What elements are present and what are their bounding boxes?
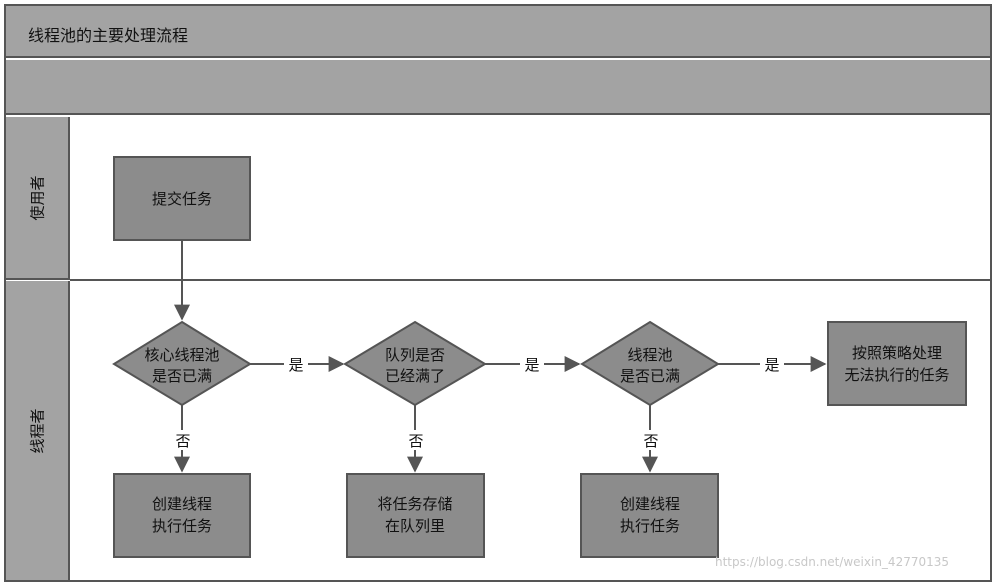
node-reject-policy — [827, 321, 967, 406]
title-bar: 线程池的主要处理流程 — [6, 6, 990, 58]
label-queue-no: 否 — [408, 432, 423, 450]
node-reject-policy-line1: 按照策略处理 — [852, 344, 942, 362]
label-pool-yes: 是 — [764, 356, 779, 374]
node-submit-task-text: 提交任务 — [152, 190, 212, 208]
node-create-thread-line1: 创建线程 — [620, 495, 680, 513]
node-submit-task — [113, 156, 251, 241]
label-pool-no: 否 — [643, 432, 658, 450]
node-create-core-thread — [113, 473, 251, 558]
node-core-pool-full-line2: 是否已满 — [152, 367, 212, 385]
node-create-core-thread-line1: 创建线程 — [152, 495, 212, 513]
node-queue-full-line2: 已经满了 — [385, 367, 445, 385]
node-enqueue-task — [346, 473, 485, 558]
node-pool-full — [580, 320, 720, 407]
node-queue-full-line1: 队列是否 — [385, 346, 445, 364]
watermark-text: https://blog.csdn.net/weixin_42770135 — [715, 555, 950, 569]
node-pool-full-line1: 线程池 — [627, 346, 672, 364]
label-core-no: 否 — [175, 432, 190, 450]
node-create-thread — [580, 473, 719, 558]
label-core-yes: 是 — [288, 356, 303, 374]
node-core-pool-full-line1: 核心线程池 — [144, 346, 219, 364]
lane-thread-header: 线程者 — [6, 281, 70, 580]
label-queue-yes: 是 — [524, 356, 539, 374]
lane-divider — [70, 279, 990, 281]
node-pool-full-line2: 是否已满 — [620, 367, 680, 385]
diagram-frame — [4, 4, 992, 582]
lane-user-header: 使用者 — [6, 117, 70, 280]
node-create-thread-line2: 执行任务 — [620, 517, 680, 535]
node-enqueue-task-line2: 在队列里 — [385, 517, 445, 535]
node-reject-policy-line2: 无法执行的任务 — [844, 366, 949, 384]
diagram-title: 线程池的主要处理流程 — [28, 26, 189, 45]
node-core-pool-full — [112, 320, 252, 407]
header-blank-bar — [6, 60, 990, 115]
node-queue-full — [343, 320, 487, 407]
node-enqueue-task-line1: 将任务存储 — [377, 495, 452, 513]
node-create-core-thread-line2: 执行任务 — [152, 517, 212, 535]
